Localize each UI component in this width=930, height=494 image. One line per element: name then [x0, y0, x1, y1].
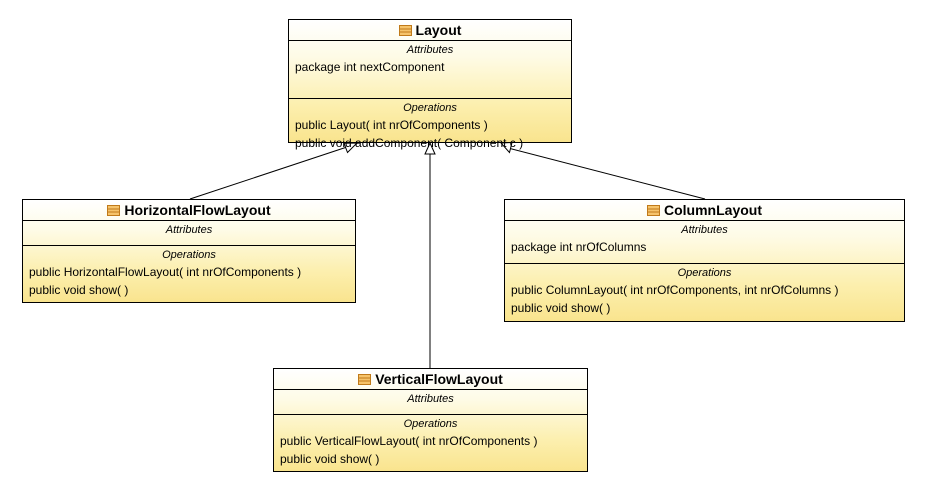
class-icon [647, 204, 660, 216]
attribute[interactable]: package int nrOfColumns [511, 240, 647, 254]
class-column-header: ColumnLayout [505, 200, 904, 221]
class-icon [398, 24, 412, 36]
class-horizontal-header: HorizontalFlowLayout [23, 200, 355, 221]
class-vertical-header: VerticalFlowLayout [274, 369, 587, 390]
class-name: VerticalFlowLayout [375, 371, 503, 387]
operation[interactable]: public ColumnLayout( int nrOfComponents,… [511, 283, 839, 297]
operations-title: Operations [403, 418, 458, 430]
class-icon [107, 204, 121, 216]
operation[interactable]: public void show( ) [280, 452, 380, 466]
attributes-title: Attributes [681, 224, 728, 236]
edge-column-to-layout[interactable] [507, 147, 706, 200]
attribute[interactable]: package int nextComponent [295, 60, 445, 74]
operations-title: Operations [162, 249, 216, 261]
operation[interactable]: public Layout( int nrOfComponents ) [295, 118, 488, 132]
attributes-title: Attributes [406, 44, 454, 56]
class-horizontal-flow-layout[interactable]: HorizontalFlowLayout Attributes Operatio… [22, 199, 356, 303]
operations-compartment: Operations public Layout( int nrOfCompon… [289, 98, 571, 155]
operations-compartment: Operations public ColumnLayout( int nrOf… [505, 263, 904, 320]
arrowhead-vertical [424, 141, 436, 155]
operation[interactable]: public void show( ) [29, 283, 129, 297]
attributes-compartment: Attributes package int nrOfColumns [505, 221, 904, 263]
operation[interactable]: public HorizontalFlowLayout( int nrOfCom… [29, 265, 302, 279]
operations-compartment: Operations public HorizontalFlowLayout( … [23, 245, 355, 302]
class-icon [358, 373, 372, 385]
class-name: HorizontalFlowLayout [124, 202, 271, 218]
class-name: Layout [415, 22, 462, 38]
attributes-title: Attributes [165, 224, 213, 236]
operation[interactable]: public void show( ) [511, 301, 611, 315]
class-name: ColumnLayout [664, 202, 762, 218]
operation[interactable]: public void addComponent( Component c ) [295, 136, 524, 150]
operation[interactable]: public VerticalFlowLayout( int nrOfCompo… [280, 434, 538, 448]
attributes-compartment: Attributes package int nextComponent [289, 41, 571, 98]
class-column-layout[interactable]: ColumnLayout Attributes package int nrOf… [504, 199, 905, 322]
arrowhead-horizontal [343, 142, 359, 154]
operations-title: Operations [403, 102, 457, 114]
edge-horizontal-to-layout[interactable] [189, 145, 351, 200]
operations-title: Operations [677, 267, 732, 279]
class-layout-header: Layout [289, 20, 571, 41]
operations-compartment: Operations public VerticalFlowLayout( in… [274, 414, 587, 471]
attributes-compartment: Attributes [274, 390, 587, 414]
attributes-compartment: Attributes [23, 221, 355, 245]
attributes-title: Attributes [407, 393, 454, 405]
class-vertical-flow-layout[interactable]: VerticalFlowLayout Attributes Operations… [273, 368, 588, 472]
class-layout[interactable]: Layout Attributes package int nextCompon… [288, 19, 572, 150]
